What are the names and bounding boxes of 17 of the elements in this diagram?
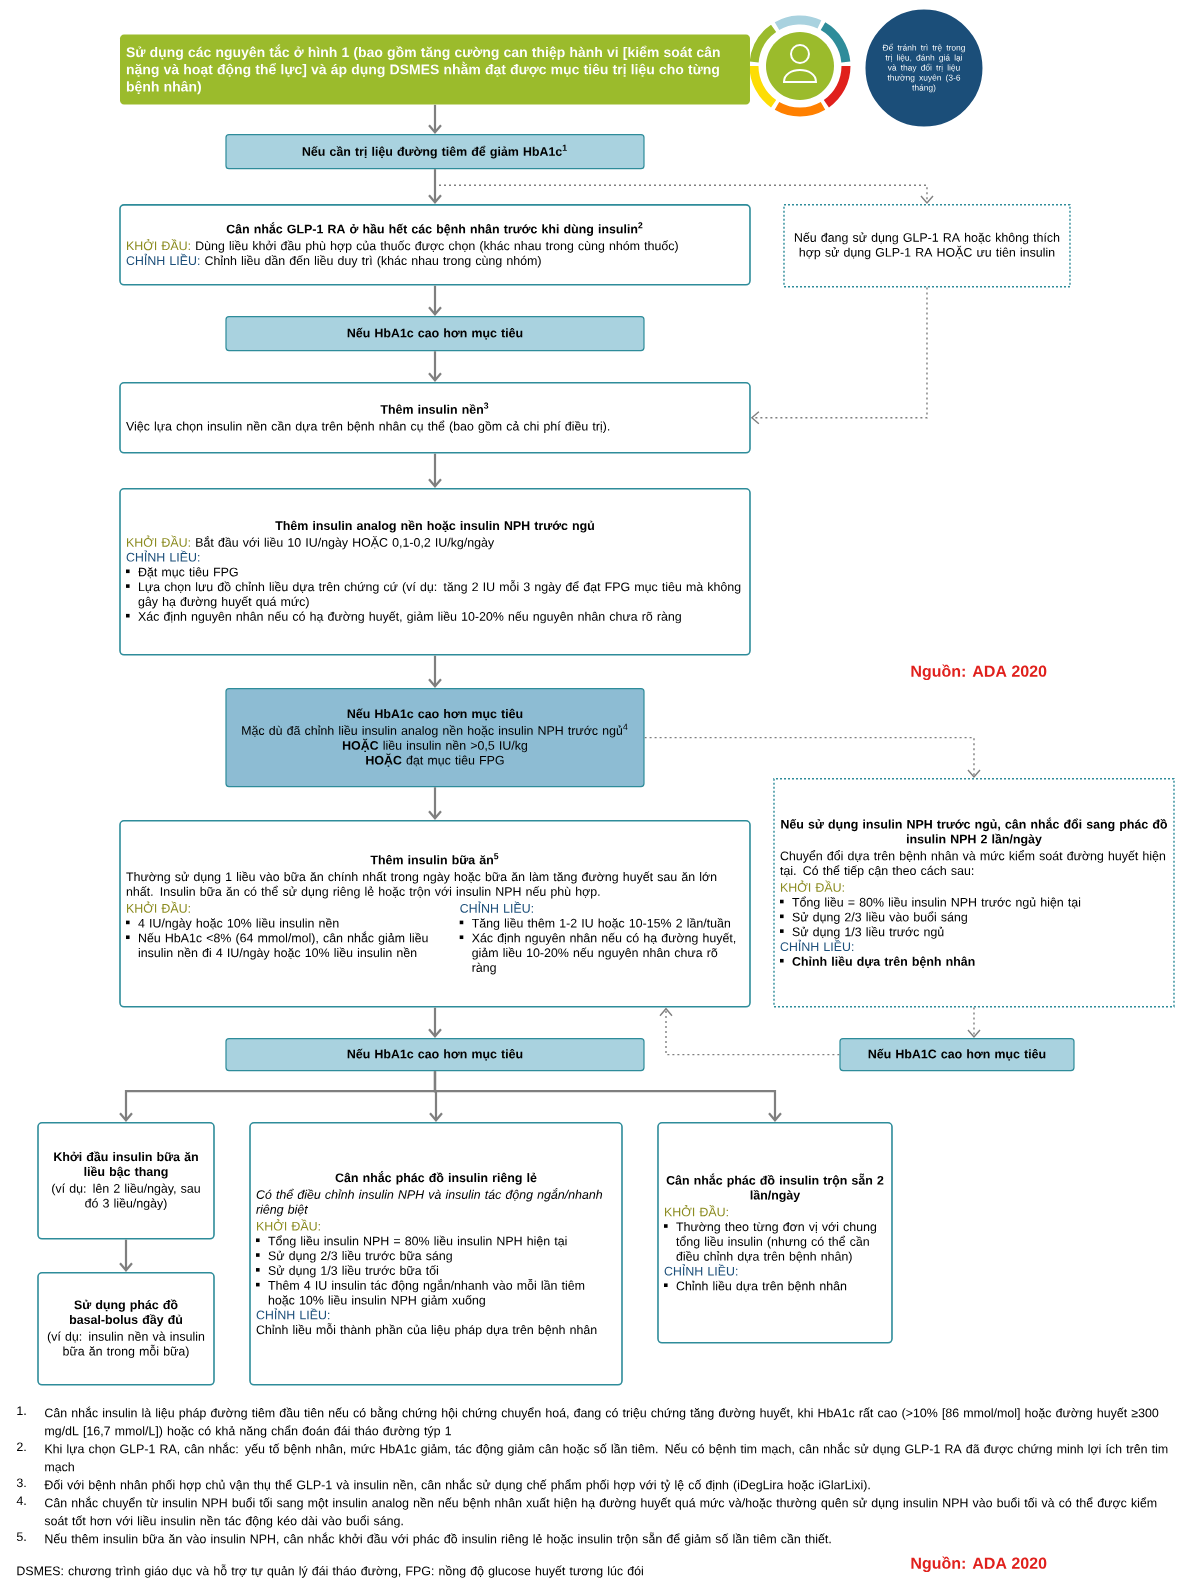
arrow — [428, 453, 442, 489]
arrow — [428, 787, 442, 821]
arrow — [433, 1071, 782, 1122]
dotted-arrow — [643, 736, 981, 778]
dotted-arrow — [434, 168, 934, 205]
arrow — [428, 104, 442, 135]
arrow — [428, 655, 442, 689]
arrow — [428, 1007, 442, 1038]
source-note: Nguồn: ADA 2020 — [911, 1556, 1047, 1573]
dotted-arrow — [967, 1006, 981, 1038]
source-note: Nguồn: ADA 2020 — [911, 664, 1047, 681]
arrow — [428, 351, 442, 383]
dotted-arrow — [750, 286, 928, 425]
arrow — [428, 169, 442, 204]
arrow — [428, 285, 442, 317]
arrow — [119, 1239, 133, 1272]
dotted-arrow — [659, 1007, 841, 1056]
